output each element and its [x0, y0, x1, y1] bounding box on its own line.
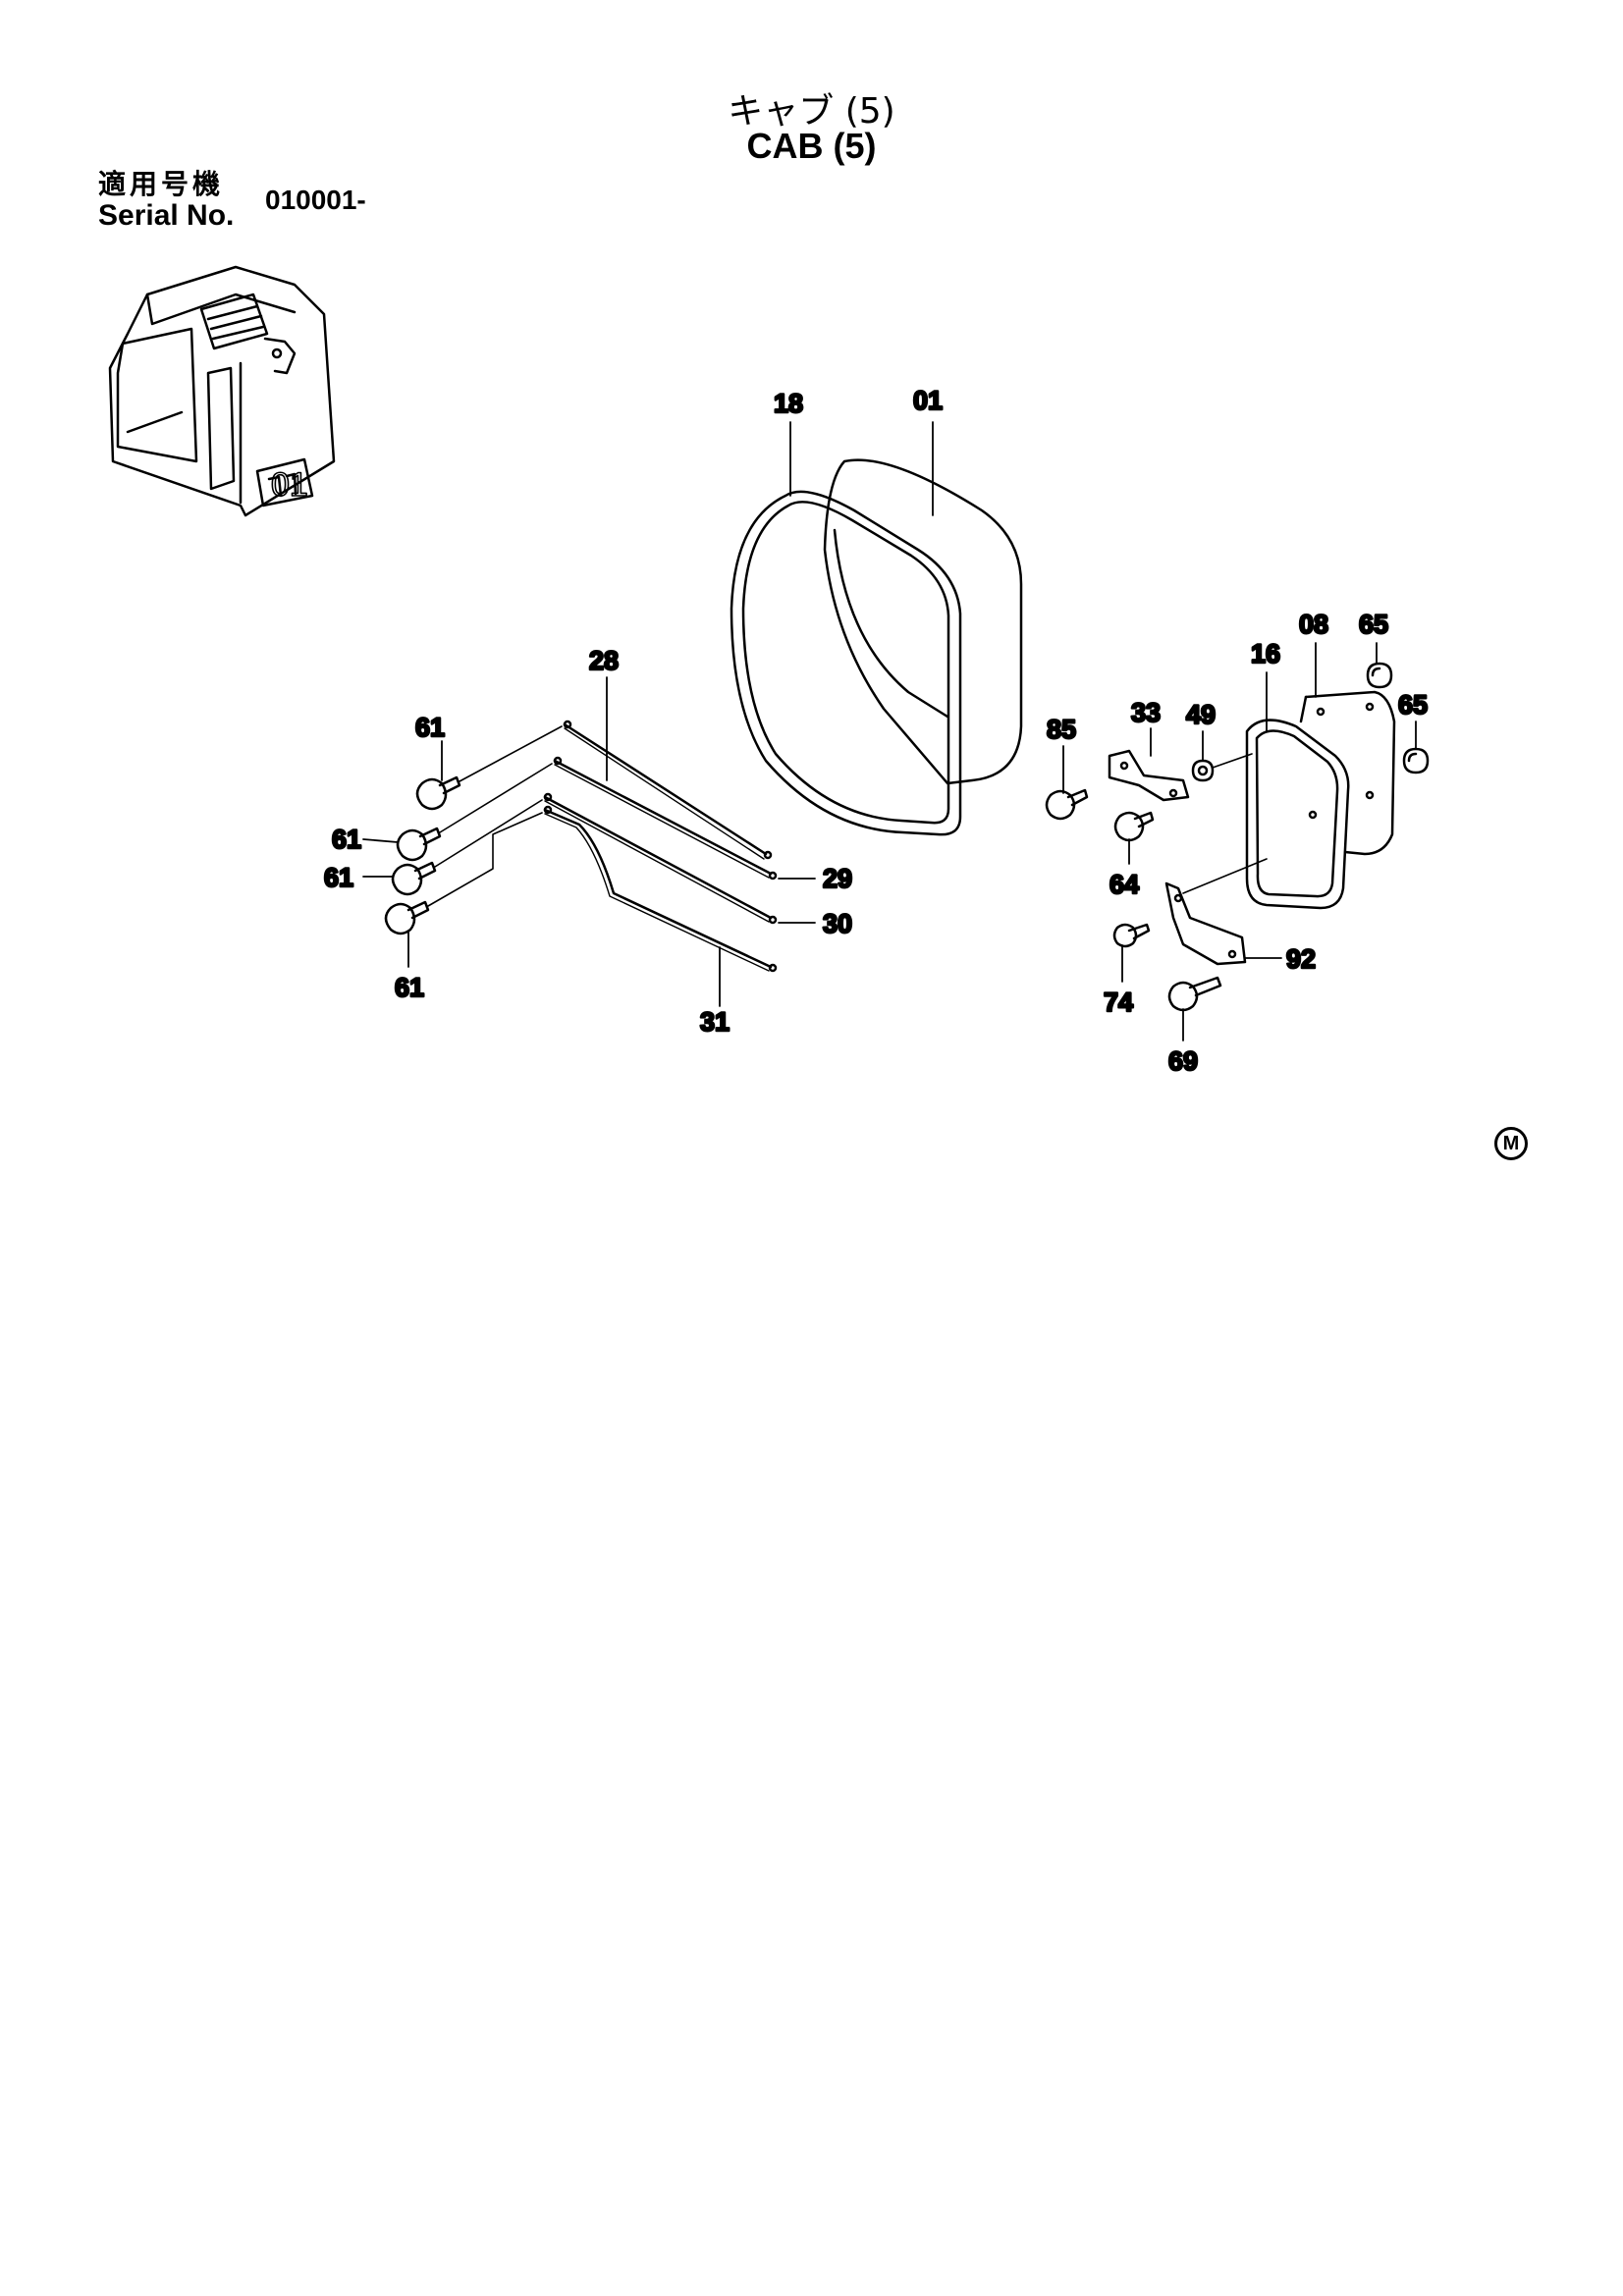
- rod-31: [543, 808, 773, 969]
- callout-31: 31: [700, 1007, 730, 1037]
- callout-74: 74: [1104, 988, 1133, 1017]
- callout-61-d: 61: [395, 973, 424, 1002]
- callout-65-b: 65: [1398, 690, 1428, 720]
- page-title-english: CAB (5): [746, 126, 877, 166]
- corner-mark: M: [1494, 1127, 1528, 1160]
- serial-label: 適用号機 Serial No.: [98, 169, 234, 232]
- callout-65-a: 65: [1359, 610, 1388, 639]
- rod-29: [553, 759, 773, 876]
- callout-85: 85: [1047, 715, 1076, 744]
- callout-69: 69: [1168, 1046, 1198, 1076]
- bolt-61-group: [384, 775, 461, 935]
- rod-set: [543, 720, 778, 973]
- callout-18: 18: [774, 389, 803, 418]
- callout-29: 29: [823, 864, 852, 893]
- callout-leaders: [362, 421, 1417, 1041]
- rear-glass-seal: [730, 490, 962, 836]
- callout-33: 33: [1131, 698, 1161, 727]
- callout-64: 64: [1109, 870, 1139, 899]
- bolt-leaders: [427, 725, 563, 907]
- serial-number-value: 010001-: [265, 185, 366, 215]
- serial-label-english: Serial No.: [98, 199, 235, 232]
- callout-28: 28: [589, 646, 619, 675]
- window-plate-08: [1304, 690, 1396, 856]
- callout-08: 08: [1299, 610, 1328, 639]
- rod-30: [543, 795, 773, 920]
- callout-61-a: 61: [415, 713, 445, 742]
- rod-28: [563, 722, 768, 856]
- window-seal-16: [1245, 719, 1350, 910]
- bracket-33-assembly: [1045, 749, 1215, 842]
- rear-glass-panel: [823, 458, 1023, 785]
- nut-65-group: [1366, 662, 1430, 774]
- bracket-92-assembly: [1112, 881, 1247, 1012]
- serial-label-japanese: 適用号機: [98, 169, 225, 199]
- callout-30: 30: [823, 909, 852, 938]
- callout-01: 01: [913, 386, 943, 415]
- callout-16: 16: [1251, 639, 1280, 668]
- overview-mark-01: 01: [271, 466, 308, 504]
- callout-92: 92: [1286, 944, 1316, 974]
- callout-49: 49: [1186, 700, 1216, 729]
- cab-overview-illustration: [108, 265, 336, 517]
- page-title-japanese: キャブ (5): [728, 91, 895, 132]
- callout-61-b: 61: [332, 825, 361, 854]
- callout-61-c: 61: [324, 863, 353, 892]
